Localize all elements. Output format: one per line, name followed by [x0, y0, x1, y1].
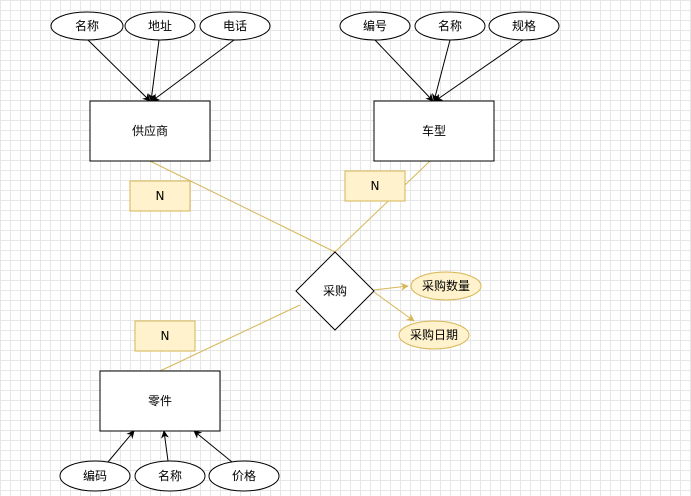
connector-purchase-quantity [373, 282, 409, 291]
attribute-supplier-address[interactable]: 地址 [124, 11, 196, 41]
entity-supplier[interactable]: 供应商 [89, 100, 211, 162]
arrow-carmodel-code [374, 39, 434, 102]
cardinality-part-label: N [161, 329, 170, 343]
attribute-purchase-quantity-label: 采购数量 [422, 278, 470, 293]
relationship-purchase-label: 采购 [323, 283, 347, 298]
attribute-supplier-name[interactable]: 名称 [50, 11, 124, 41]
attribute-car-model-name[interactable]: 名称 [414, 11, 486, 41]
attribute-part-name[interactable]: 名称 [134, 460, 206, 492]
entity-part-label: 零件 [148, 394, 172, 408]
connector-supplier-purchase [149, 160, 336, 253]
attribute-car-model-spec[interactable]: 规格 [488, 11, 560, 41]
connector-part-purchase [159, 304, 301, 372]
arrow-carmodel-spec [434, 39, 524, 102]
attribute-purchase-date[interactable]: 采购日期 [398, 320, 470, 350]
entity-car-model-label: 车型 [422, 123, 446, 138]
cardinality-supplier[interactable]: N [129, 180, 191, 212]
cardinality-car-model[interactable]: N [344, 170, 406, 202]
attribute-part-code-label: 编码 [83, 468, 107, 483]
arrow-carmodel-name [431, 39, 451, 102]
attribute-supplier-name-label: 名称 [75, 18, 99, 33]
connector-purchase-date [373, 291, 415, 322]
entity-car-model[interactable]: 车型 [373, 100, 495, 162]
attribute-supplier-address-label: 地址 [148, 19, 172, 33]
arrow-part-code [107, 430, 135, 463]
attribute-car-model-spec-label: 规格 [512, 18, 536, 33]
arrow-supplier-phone [151, 39, 235, 102]
attribute-supplier-phone-label: 电话 [223, 19, 247, 33]
attribute-supplier-phone[interactable]: 电话 [199, 11, 271, 41]
attribute-part-price[interactable]: 价格 [208, 460, 280, 492]
attribute-part-name-label: 名称 [158, 468, 182, 483]
attribute-car-model-name-label: 名称 [438, 18, 462, 33]
attribute-part-price-label: 价格 [232, 468, 256, 483]
relationship-purchase[interactable]: 采购 [295, 251, 375, 331]
attribute-car-model-code-label: 编号 [363, 18, 387, 33]
attribute-purchase-quantity[interactable]: 采购数量 [410, 271, 482, 301]
arrow-part-name [160, 430, 169, 462]
attribute-part-code[interactable]: 编码 [59, 460, 131, 492]
cardinality-supplier-label: N [156, 189, 165, 203]
connector-carmodel-purchase [334, 160, 431, 253]
arrow-supplier-name [87, 39, 151, 102]
cardinality-part[interactable]: N [134, 320, 196, 352]
arrow-supplier-address [147, 39, 160, 102]
cardinality-car-model-label: N [371, 179, 380, 193]
arrow-part-price [193, 430, 233, 463]
attribute-car-model-code[interactable]: 编号 [339, 11, 411, 41]
entity-supplier-label: 供应商 [132, 123, 168, 138]
entity-part[interactable]: 零件 [99, 370, 221, 432]
attribute-purchase-date-label: 采购日期 [410, 327, 458, 342]
